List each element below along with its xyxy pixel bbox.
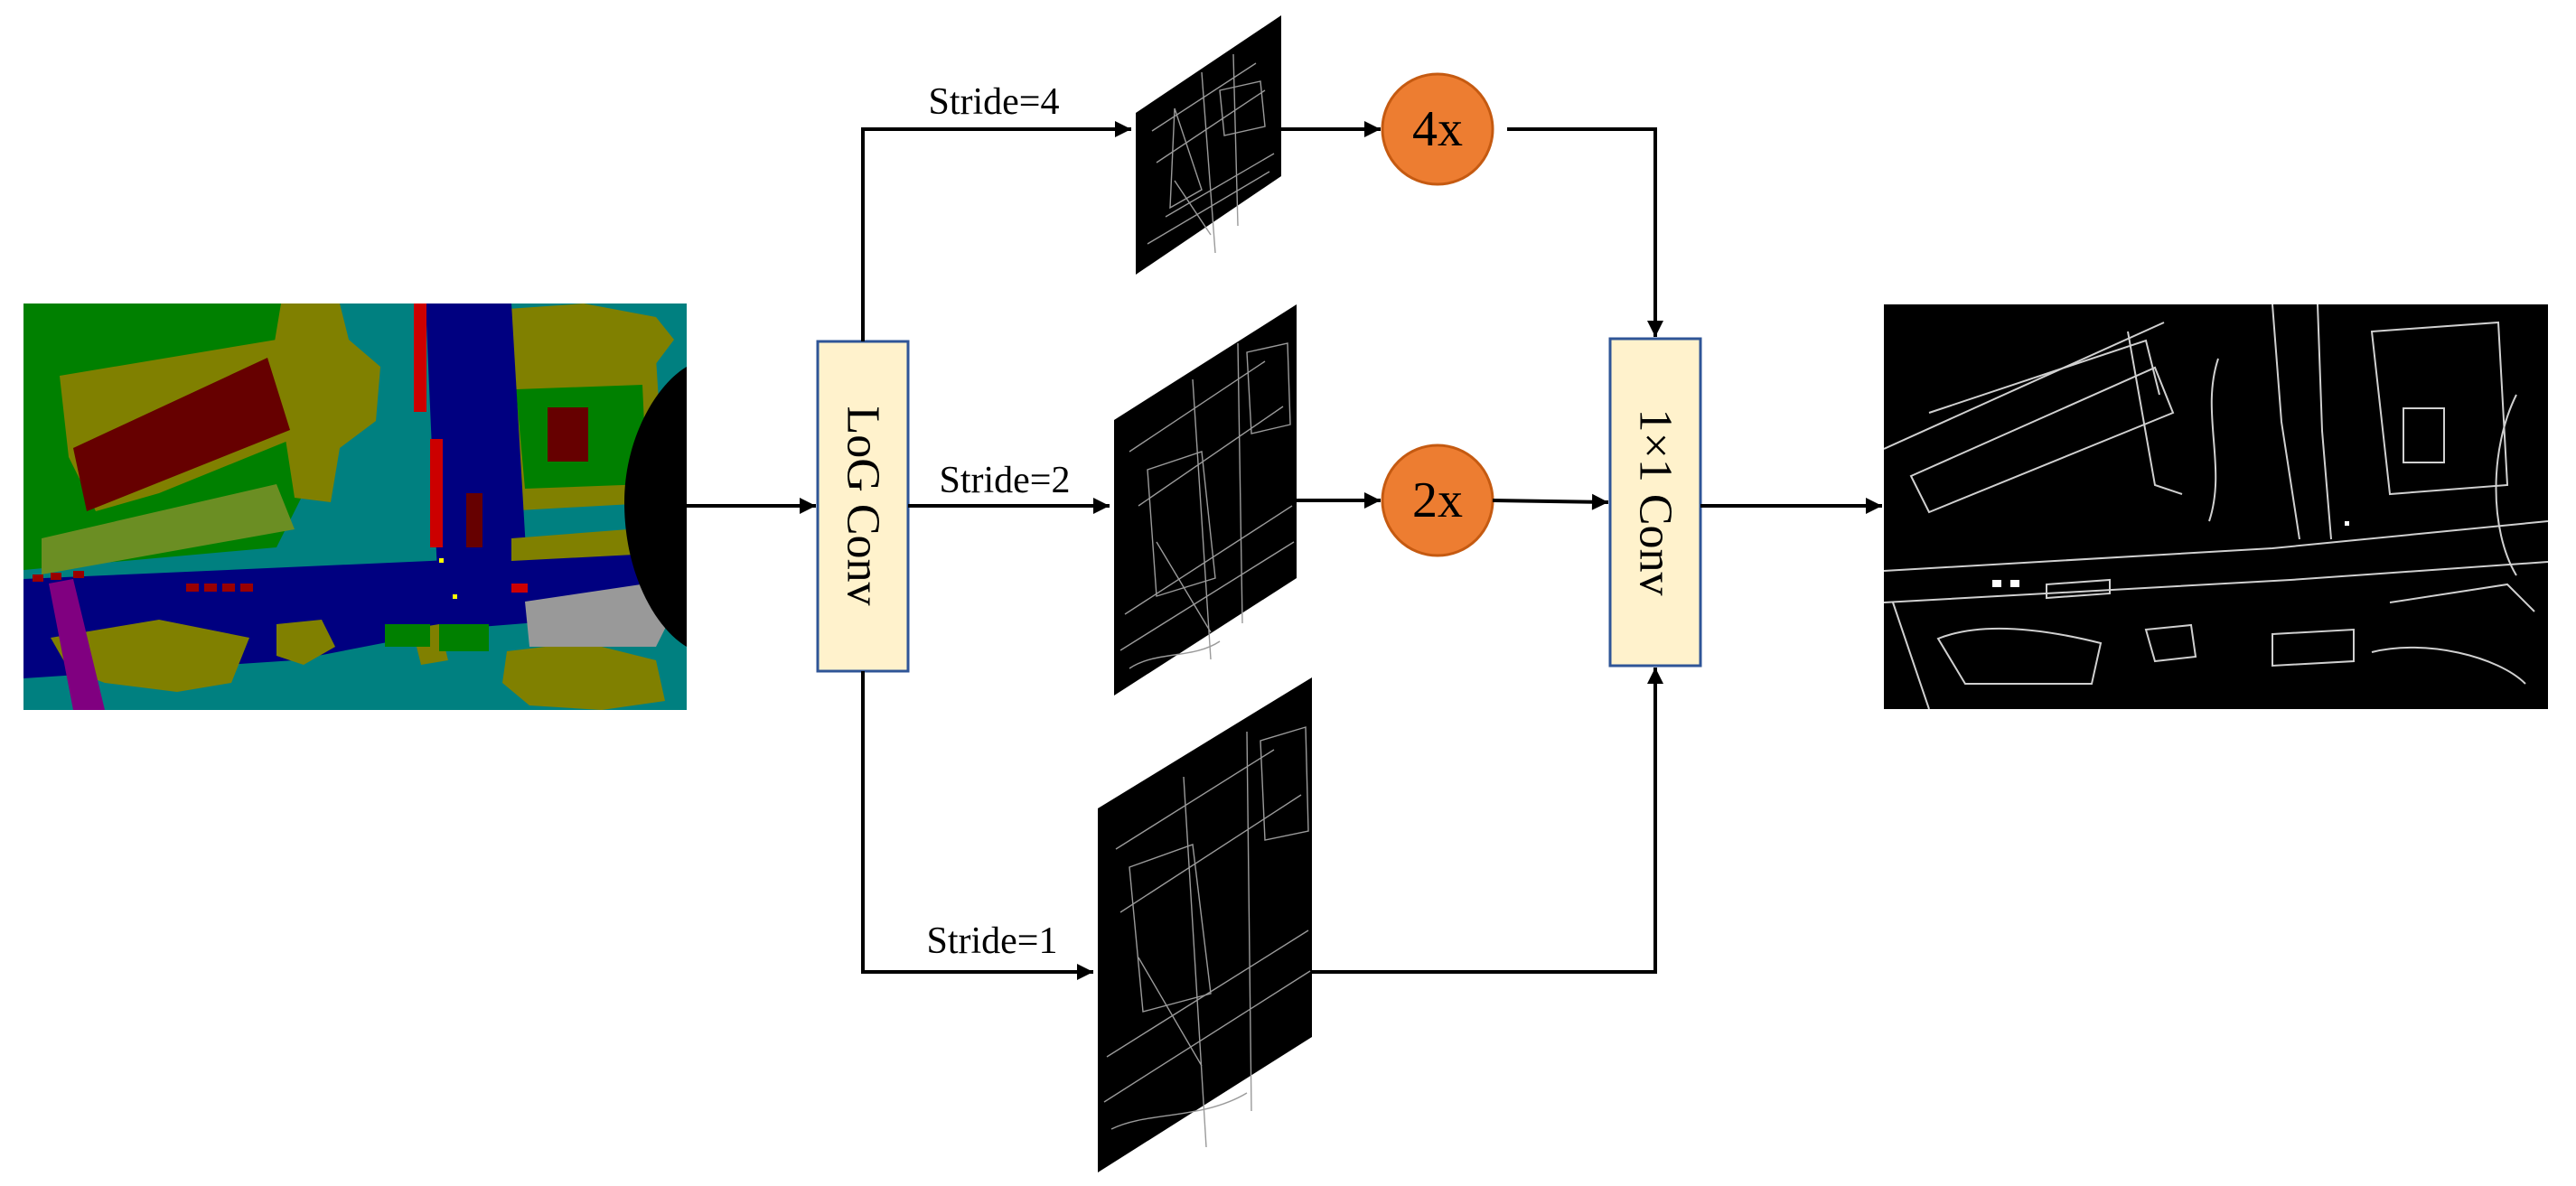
arrow-logconv-to-stride4 — [861, 121, 1131, 341]
edge-map-stride-2 — [1114, 304, 1297, 696]
arrow-4x-to-conv1x1 — [1507, 127, 1663, 337]
edge-map-stride-4 — [1136, 15, 1281, 275]
stride-1-label: Stride=1 — [926, 920, 1057, 962]
stride-2-label: Stride=2 — [939, 460, 1070, 501]
connectors — [687, 121, 1882, 980]
upsample-4x-label: 4x — [1412, 101, 1463, 157]
input-segmentation-image — [23, 304, 687, 710]
upsample-2x-label: 2x — [1412, 472, 1463, 528]
log-conv-label: LoG Conv — [838, 406, 889, 606]
upsample-4x-node: 4x — [1381, 72, 1494, 186]
conv1x1-label: 1×1 Conv — [1630, 408, 1681, 595]
arrow-map1-to-conv1x1 — [1312, 668, 1663, 974]
stride-4-label: Stride=4 — [928, 81, 1059, 123]
arrow-2x-to-conv1x1 — [1492, 493, 1609, 510]
log-conv-block: LoG Conv — [816, 340, 910, 673]
upsample-2x-node: 2x — [1381, 444, 1494, 557]
conv1x1-block: 1×1 Conv — [1608, 337, 1702, 668]
arrow-logconv-to-stride1 — [861, 671, 1093, 980]
output-edge-image — [1884, 304, 2548, 709]
edge-map-stride-1 — [1098, 677, 1312, 1172]
